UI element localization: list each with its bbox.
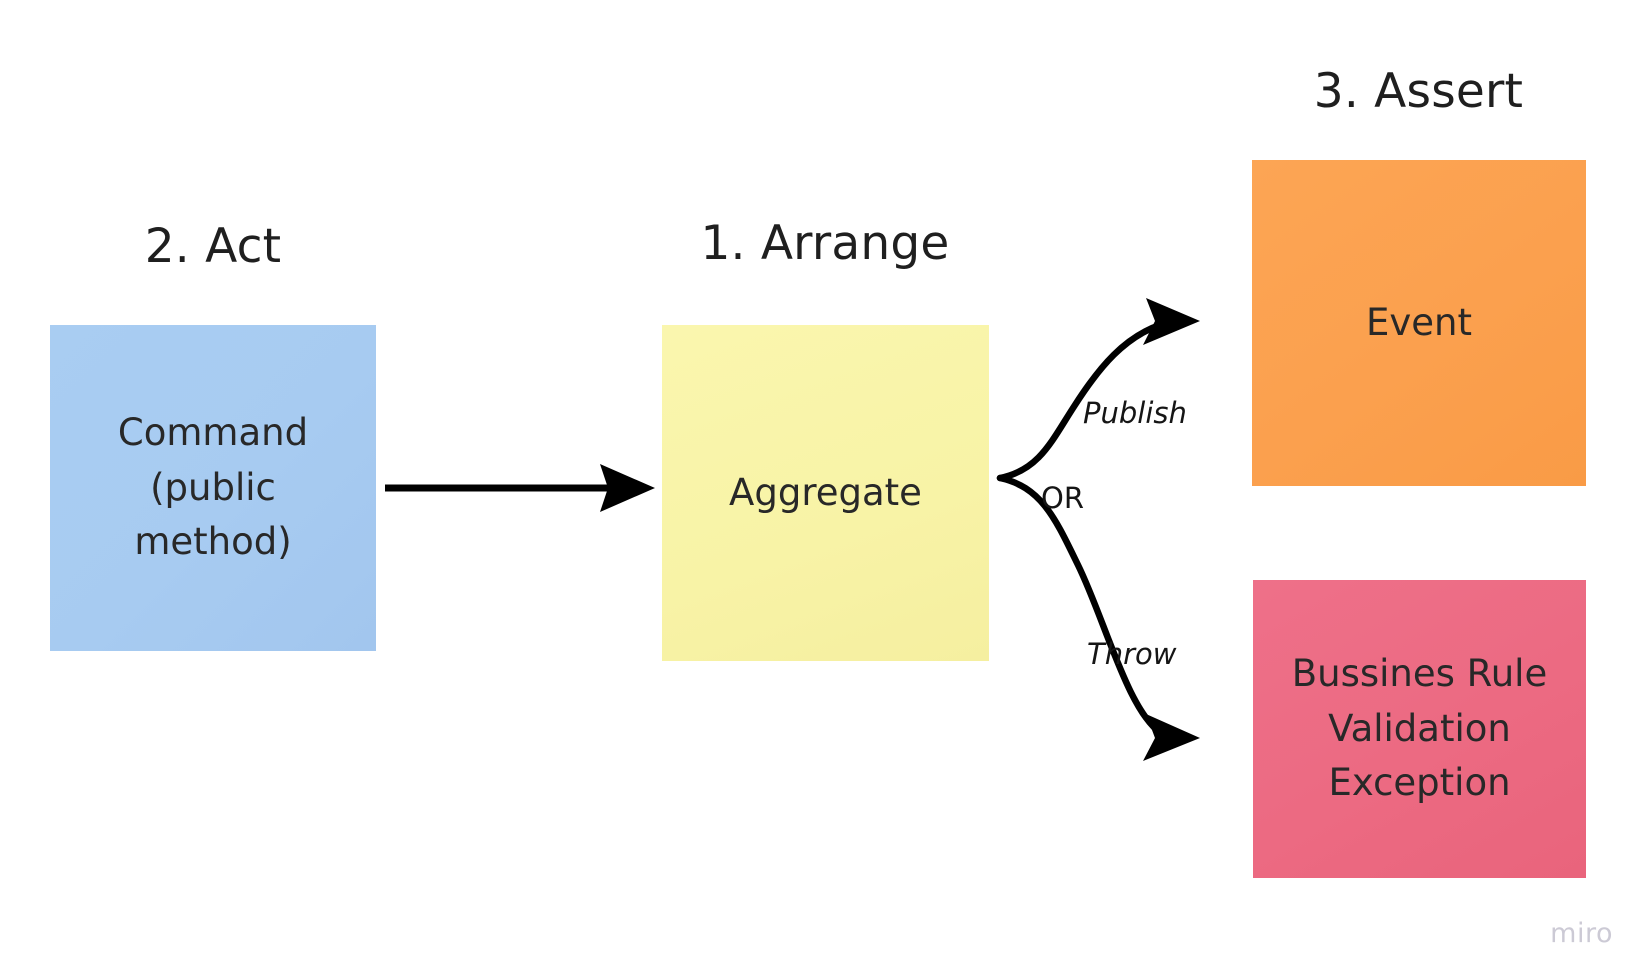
sticky-note-aggregate-label: Aggregate [729, 470, 922, 514]
arrow-command-to-aggregate [385, 464, 655, 512]
arrow-aggregate-to-exception-throw [996, 474, 1200, 761]
section-title-act: 2. Act [144, 219, 282, 274]
sticky-note-command[interactable]: Command (public method) [50, 325, 376, 651]
edge-label-publish: Publish [1083, 396, 1187, 430]
sticky-note-business-rule-validation-exception[interactable]: Bussines Rule Validation Exception [1253, 580, 1586, 878]
sticky-note-command-label: Command (public method) [117, 411, 309, 564]
edge-label-throw: Throw [1087, 637, 1177, 671]
edge-label-or: OR [1041, 481, 1084, 515]
section-title-assert: 3. Assert [1313, 64, 1524, 119]
sticky-note-aggregate[interactable]: Aggregate [662, 325, 989, 661]
sticky-note-exception-label: Bussines Rule Validation Exception [1291, 652, 1548, 805]
miro-watermark: miro [1550, 918, 1613, 949]
sticky-note-event-label: Event [1366, 300, 1472, 344]
arrow-aggregate-to-event-publish [996, 298, 1200, 482]
section-title-arrange: 1. Arrange [700, 216, 950, 271]
sticky-note-event[interactable]: Event [1252, 160, 1586, 486]
